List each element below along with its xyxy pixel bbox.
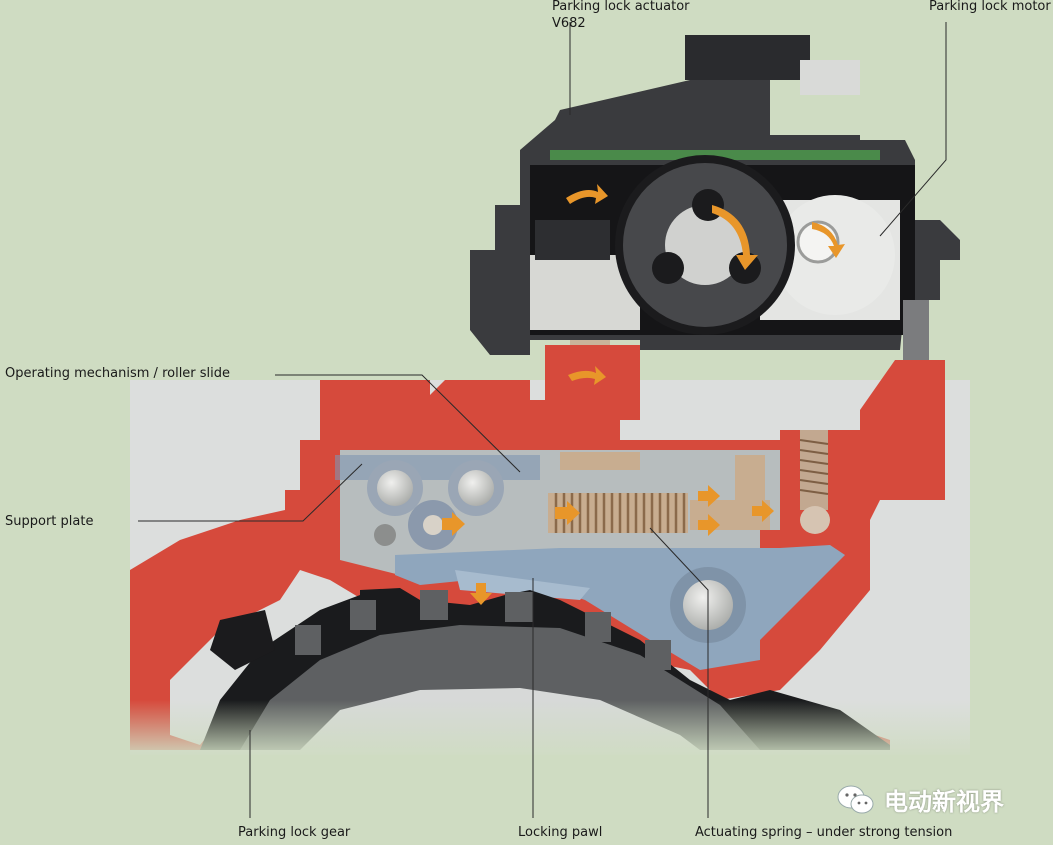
bottom-fade xyxy=(130,700,970,760)
actuator-gear-large xyxy=(615,155,795,335)
detent-spring xyxy=(799,430,830,534)
label-parking-lock-gear: Parking lock gear xyxy=(238,825,351,840)
watermark: 电动新视界 xyxy=(836,782,1004,817)
label-parking-lock-actuator: Parking lock actuator xyxy=(552,0,690,14)
label-actuator-code: V682 xyxy=(552,16,586,31)
label-locking-pawl: Locking pawl xyxy=(518,825,603,840)
label-operating-mechanism: Operating mechanism / roller slide xyxy=(5,366,231,381)
roller-slide xyxy=(367,460,504,550)
motion-arrows xyxy=(442,184,845,605)
label-parking-lock-motor: Parking lock motor xyxy=(929,0,1051,14)
leader-lines xyxy=(138,22,947,818)
label-actuating-spring: Actuating spring – under strong tension xyxy=(695,825,953,840)
label-support-plate: Support plate xyxy=(5,514,94,529)
watermark-text: 电动新视界 xyxy=(884,788,1004,816)
wechat-icon xyxy=(837,785,874,813)
